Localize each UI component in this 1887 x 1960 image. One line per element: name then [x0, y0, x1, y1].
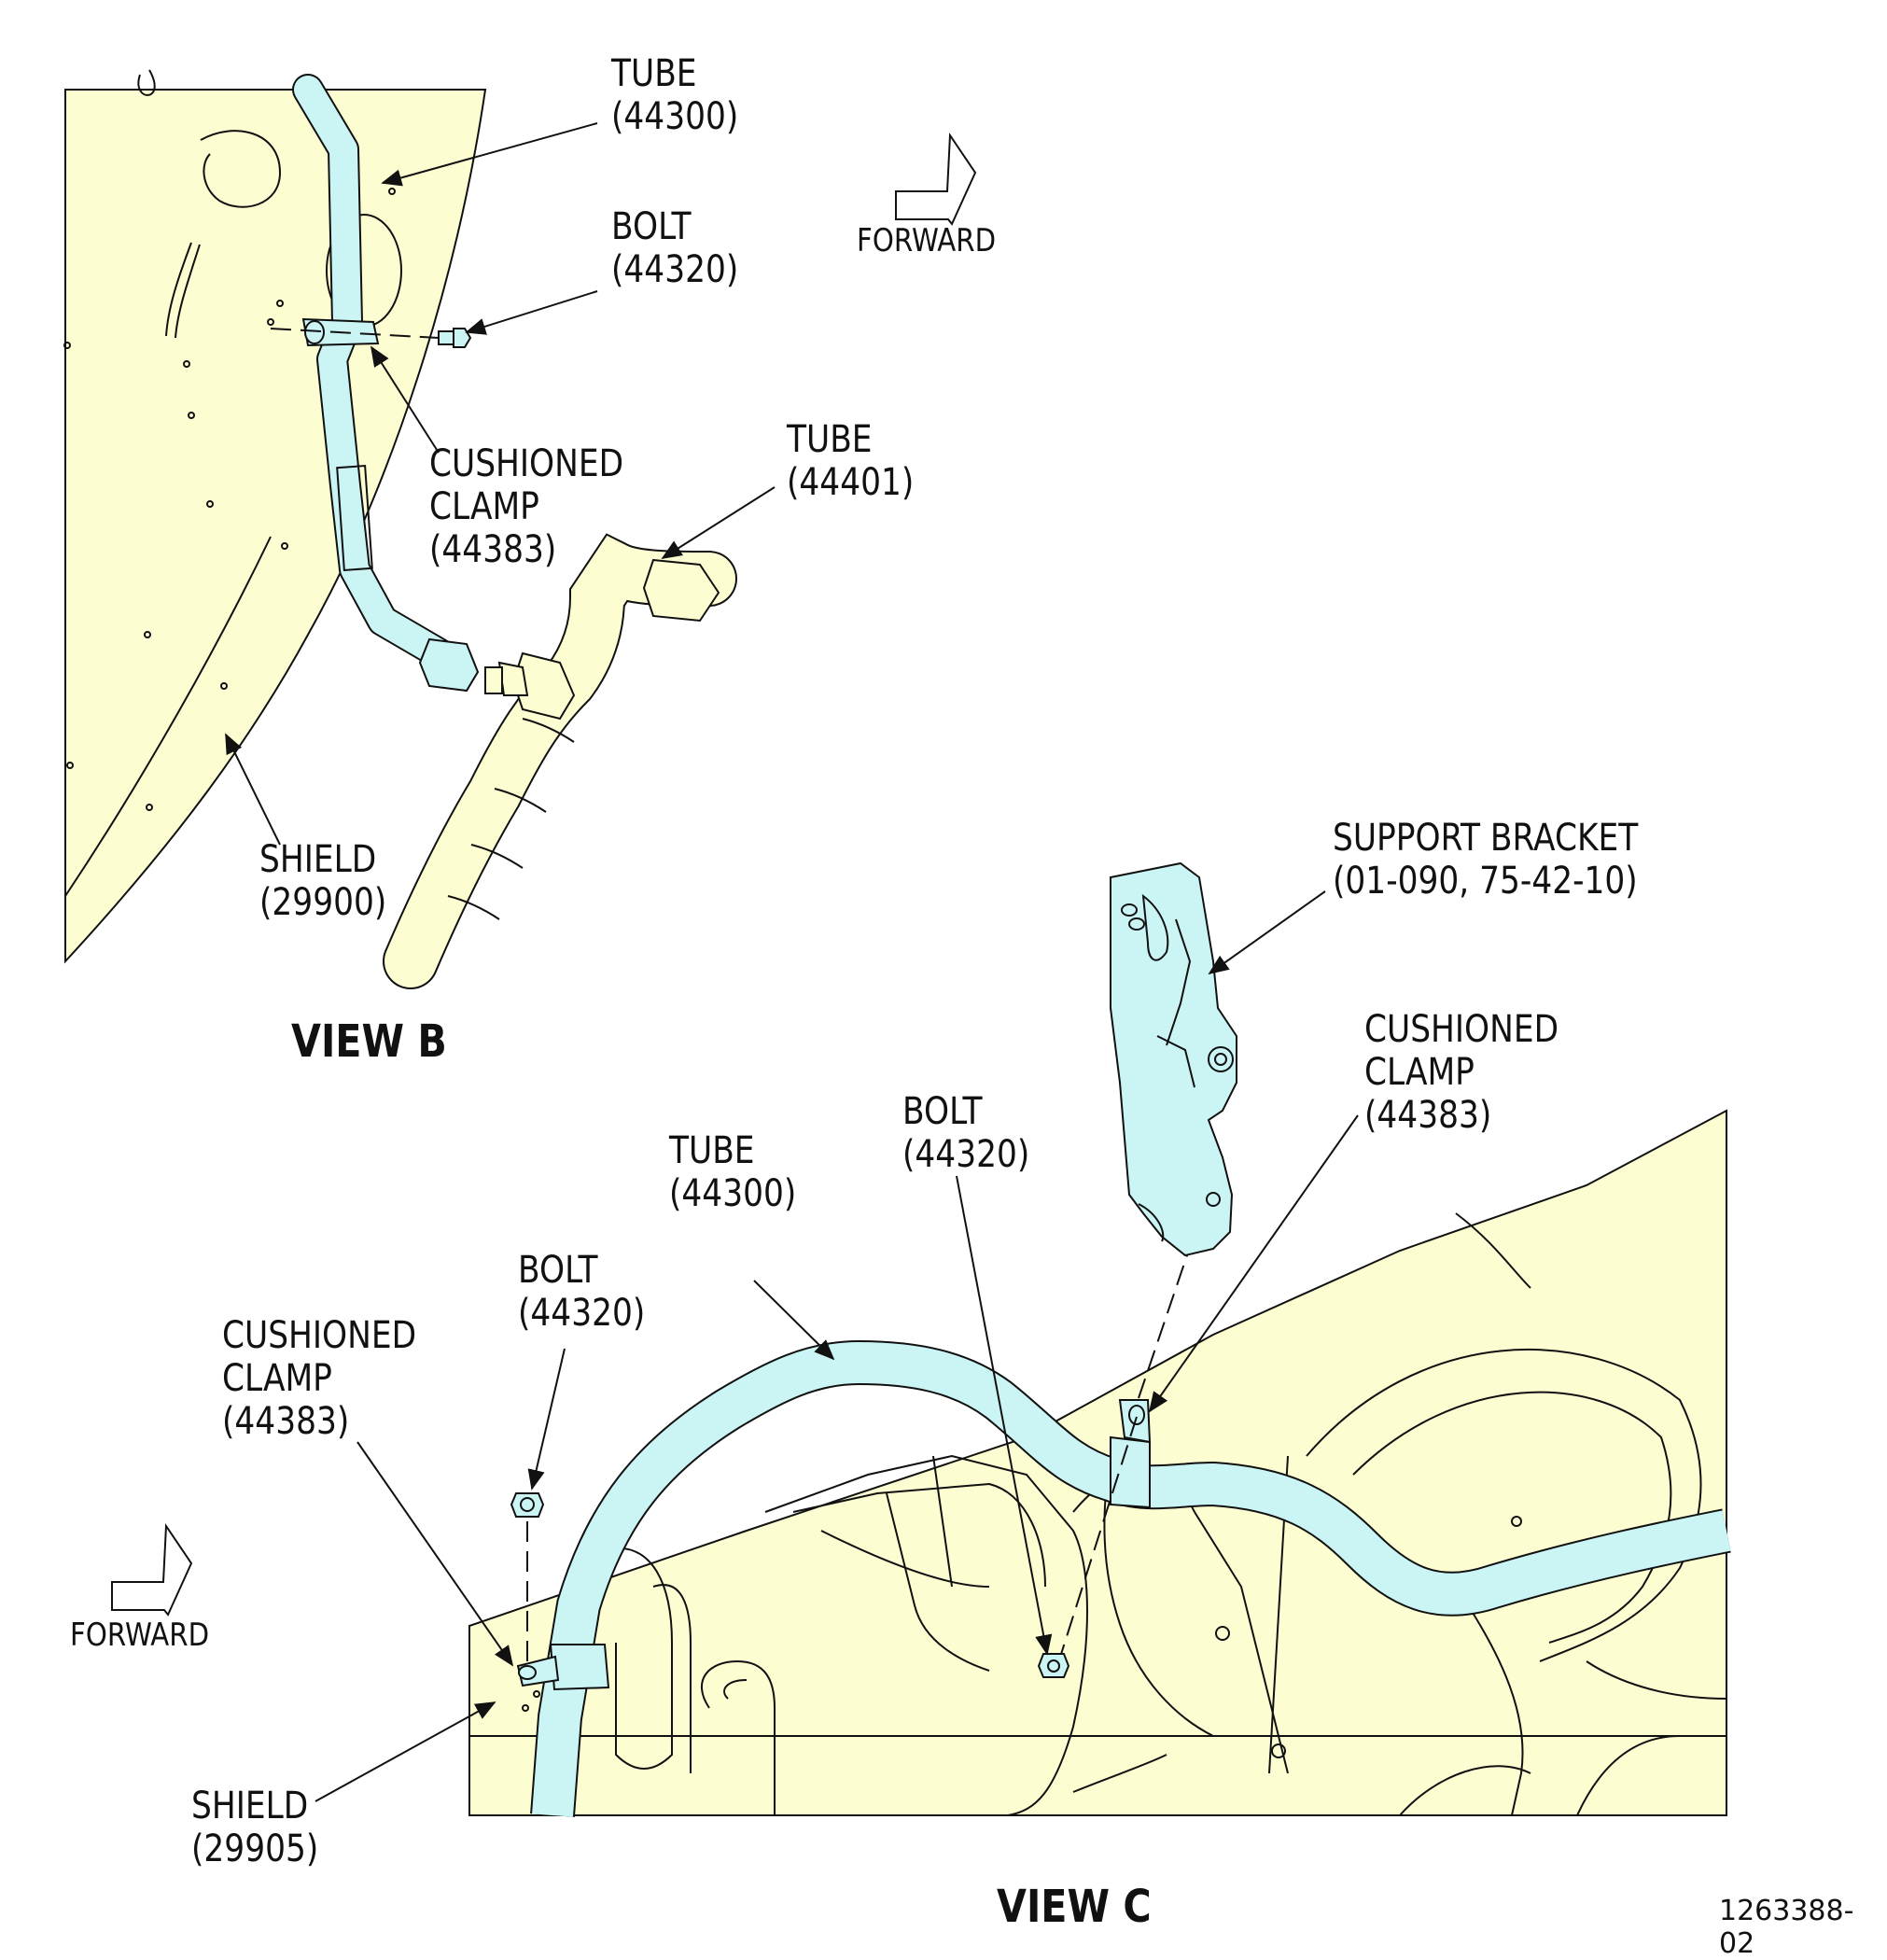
view-b-leaders — [225, 122, 776, 846]
view-b-title: VIEW B — [291, 1015, 447, 1068]
view-c-illustration — [468, 861, 1731, 1817]
label-support-bracket: SUPPORT BRACKET (01-090, 75-42-10) — [1333, 817, 1639, 903]
label-tube-44401: TUBE (44401) — [787, 418, 915, 504]
label-cushioned-clamp-c-left: CUSHIONED CLAMP (44383) — [222, 1314, 417, 1443]
tube-44300-b-shape — [294, 76, 453, 667]
view-b-illustration — [63, 69, 737, 989]
view-c-leaders — [314, 890, 1359, 1802]
bolt-c-right-shape — [1037, 1653, 1070, 1678]
tube-44401-shape — [384, 535, 735, 987]
tube-44300-c-shape — [532, 1342, 1731, 1817]
forward-arrow-c-icon — [111, 1522, 193, 1617]
label-shield-29900: SHIELD (29900) — [259, 838, 387, 924]
forward-label-b: FORWARD — [857, 222, 997, 259]
figure-id: 1263388-02 — [1719, 1895, 1854, 1960]
shield-29900-shape — [64, 89, 487, 964]
cushioned-clamp-c-left-shape — [516, 1644, 610, 1691]
label-shield-29905: SHIELD (29905) — [191, 1785, 319, 1870]
label-bolt-44320-b: BOLT (44320) — [611, 205, 739, 291]
label-cushioned-clamp-b: CUSHIONED CLAMP (44383) — [429, 442, 624, 571]
forward-arrow-b-icon — [895, 132, 977, 226]
bolt-c-left-shape — [510, 1492, 545, 1518]
label-tube-44300-c: TUBE (44300) — [669, 1129, 797, 1215]
support-bracket-shape — [1110, 861, 1237, 1257]
label-bolt-44320-c-right: BOLT (44320) — [902, 1090, 1030, 1176]
label-cushioned-clamp-c-right: CUSHIONED CLAMP (44383) — [1364, 1008, 1559, 1137]
forward-label-c: FORWARD — [70, 1617, 210, 1654]
bolt-b-shape — [438, 328, 472, 348]
label-tube-44300-b: TUBE (44300) — [611, 52, 739, 138]
view-c-title: VIEW C — [997, 1881, 1152, 1933]
label-bolt-44320-c-left: BOLT (44320) — [518, 1249, 646, 1335]
